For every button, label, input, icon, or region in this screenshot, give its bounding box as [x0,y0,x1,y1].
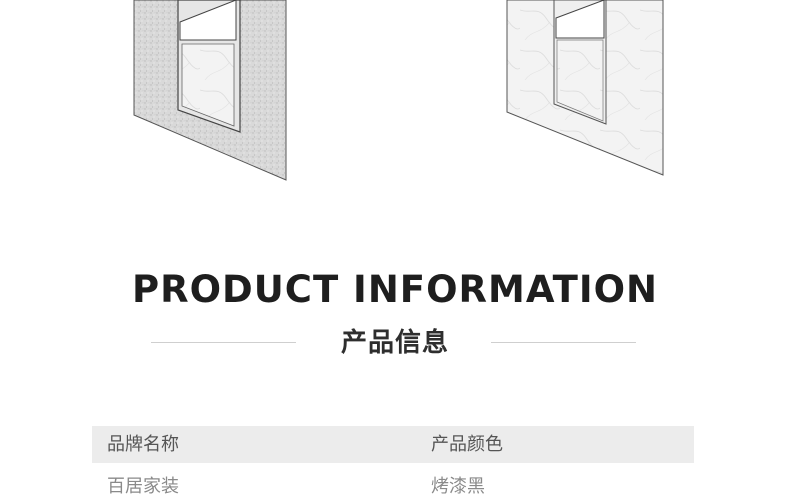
right-panel-illustration [506,0,664,176]
value-brand-name: 百居家装 [107,476,179,497]
table-header-row: 品牌名称 产品颜色 [92,426,694,463]
product-info-table: 品牌名称 产品颜色 百居家装 烤漆黑 [92,426,694,500]
header-product-color: 产品颜色 [431,434,503,455]
left-panel-illustration [133,0,287,181]
section-title-cn: 产品信息 [340,328,449,358]
section-subtitle-row: 产品信息 [0,324,790,362]
table-row: 百居家装 烤漆黑 [92,463,694,500]
left-divider [151,342,296,343]
product-illustrations [133,0,664,181]
value-product-color: 烤漆黑 [431,476,485,497]
header-brand-name: 品牌名称 [107,434,179,455]
section-title-en: PRODUCT INFORMATION [131,268,659,311]
right-divider [491,342,636,343]
